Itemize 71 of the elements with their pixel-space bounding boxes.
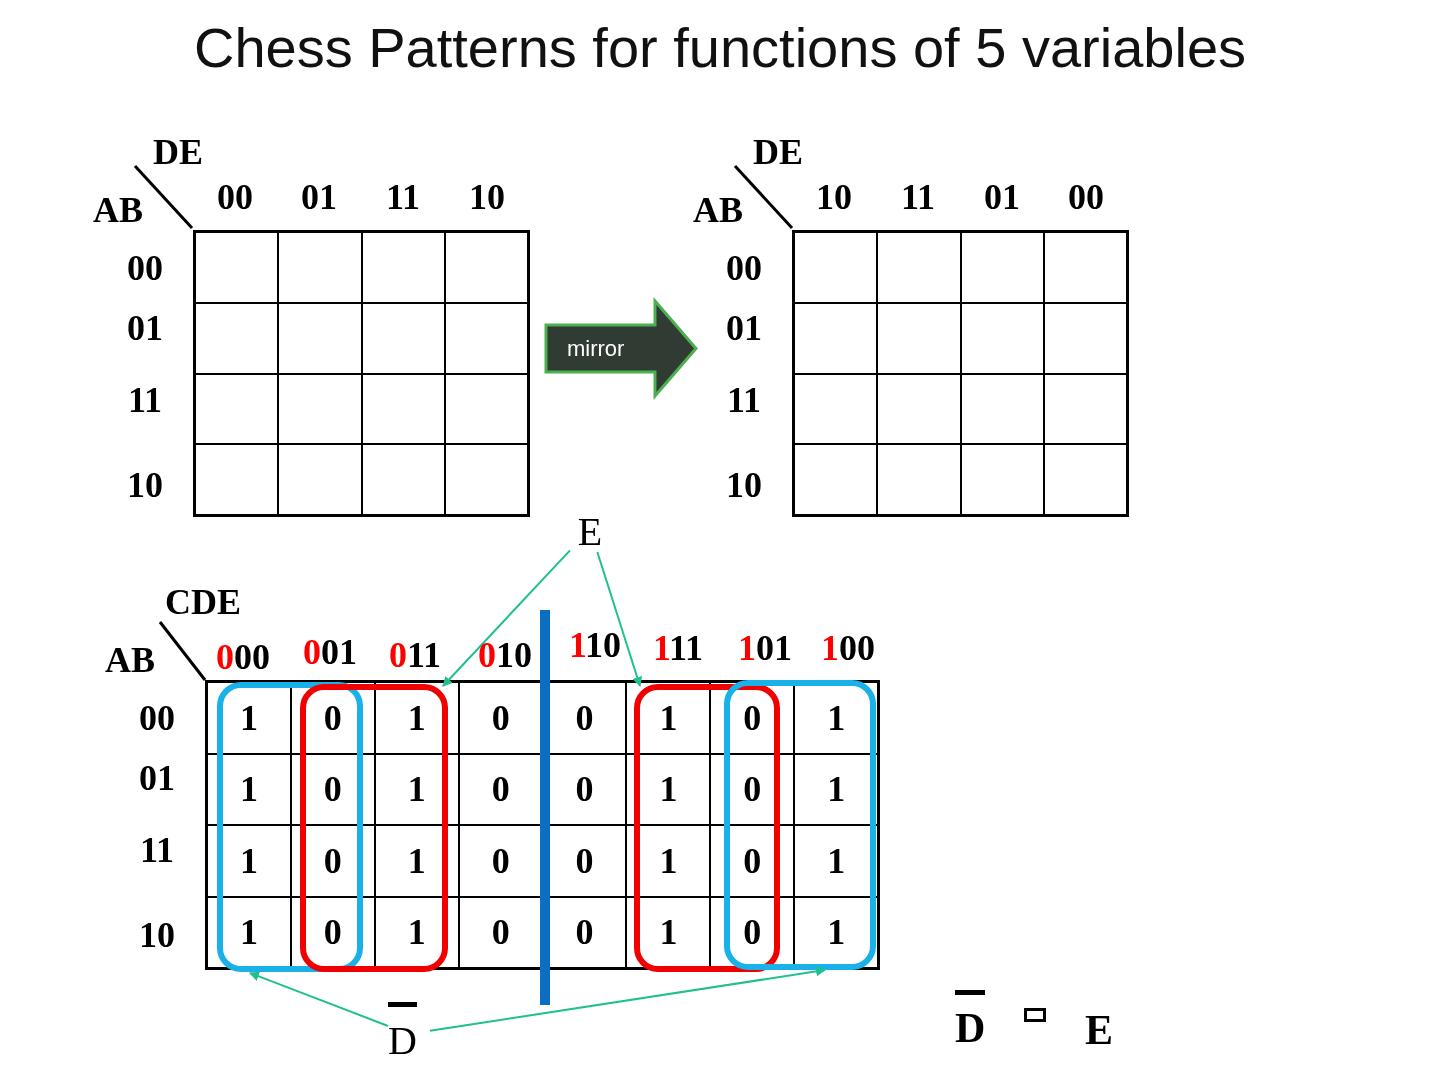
column-header: 01 <box>301 179 337 215</box>
grouping-loop <box>724 680 876 970</box>
map-cell: 1 <box>207 682 291 754</box>
row-header: 01 <box>127 310 163 346</box>
arrow <box>429 966 826 1032</box>
map-cell: 1 <box>374 753 459 825</box>
map-cell: 0 <box>710 896 795 968</box>
row-header: 11 <box>140 832 174 868</box>
map-cell: 1 <box>626 896 711 968</box>
axis-label: CDE <box>165 584 241 620</box>
column-header: 111 <box>653 630 703 666</box>
map-cell: 1 <box>626 753 711 825</box>
map-cell: 0 <box>290 896 375 968</box>
map-cell: 0 <box>290 682 375 754</box>
column-header: 010 <box>478 637 532 673</box>
variable-label: E <box>1085 1009 1113 1051</box>
axis-label: AB <box>93 192 143 228</box>
map-cell: 0 <box>290 825 375 897</box>
row-header: 01 <box>726 310 762 346</box>
column-header: 110 <box>569 627 621 663</box>
axis-label: DE <box>753 134 803 170</box>
map-cell: 0 <box>710 682 795 754</box>
map-cell: 1 <box>794 825 879 897</box>
row-header: 10 <box>127 467 163 503</box>
map-cell: 1 <box>626 682 711 754</box>
variable-label: E <box>570 506 610 552</box>
variable-label: D <box>388 1002 417 1061</box>
column-header: 001 <box>303 634 357 670</box>
map-cell: 1 <box>374 682 459 754</box>
column-header: 01 <box>984 179 1020 215</box>
map-cell: 1 <box>207 825 291 897</box>
map-cell: 1 <box>374 825 459 897</box>
map-cell: 0 <box>710 753 795 825</box>
column-header: 10 <box>816 179 852 215</box>
map-cell: 0 <box>710 825 795 897</box>
arrow <box>249 971 389 1027</box>
row-header: 11 <box>128 382 162 418</box>
arrow <box>442 549 571 687</box>
column-header: 101 <box>738 630 792 666</box>
axis-label: DE <box>153 134 203 170</box>
row-header: 11 <box>727 382 761 418</box>
column-header: 100 <box>821 630 875 666</box>
map-cell: 0 <box>290 753 375 825</box>
row-header: 10 <box>139 917 175 953</box>
grouping-loop <box>217 682 363 972</box>
row-header: 01 <box>139 760 175 796</box>
map-cell: 1 <box>794 896 879 968</box>
map-cell: 1 <box>794 753 879 825</box>
column-header: 000 <box>216 639 270 675</box>
map-cell: 1 <box>207 753 291 825</box>
column-header: 11 <box>901 179 935 215</box>
column-header: 00 <box>217 179 253 215</box>
column-header: 10 <box>469 179 505 215</box>
variable-label: D <box>955 990 986 1049</box>
axis-label: AB <box>105 642 155 678</box>
map-cell: 1 <box>374 896 459 968</box>
row-header: 10 <box>726 467 762 503</box>
title: Chess Patterns for functions of 5 variables <box>192 15 1248 81</box>
arrow <box>596 551 643 687</box>
map-cell: 1 <box>794 682 879 754</box>
row-header: 00 <box>127 250 163 286</box>
map-cell: 1 <box>626 825 711 897</box>
grouping-loop <box>634 684 780 972</box>
column-header: 011 <box>389 637 441 673</box>
map-cell: 1 <box>207 896 291 968</box>
row-header: 00 <box>139 700 175 736</box>
grouping-loop <box>300 684 448 972</box>
column-header: 00 <box>1068 179 1104 215</box>
column-header: 11 <box>386 179 420 215</box>
axis-label: AB <box>693 192 743 228</box>
row-header: 00 <box>726 250 762 286</box>
